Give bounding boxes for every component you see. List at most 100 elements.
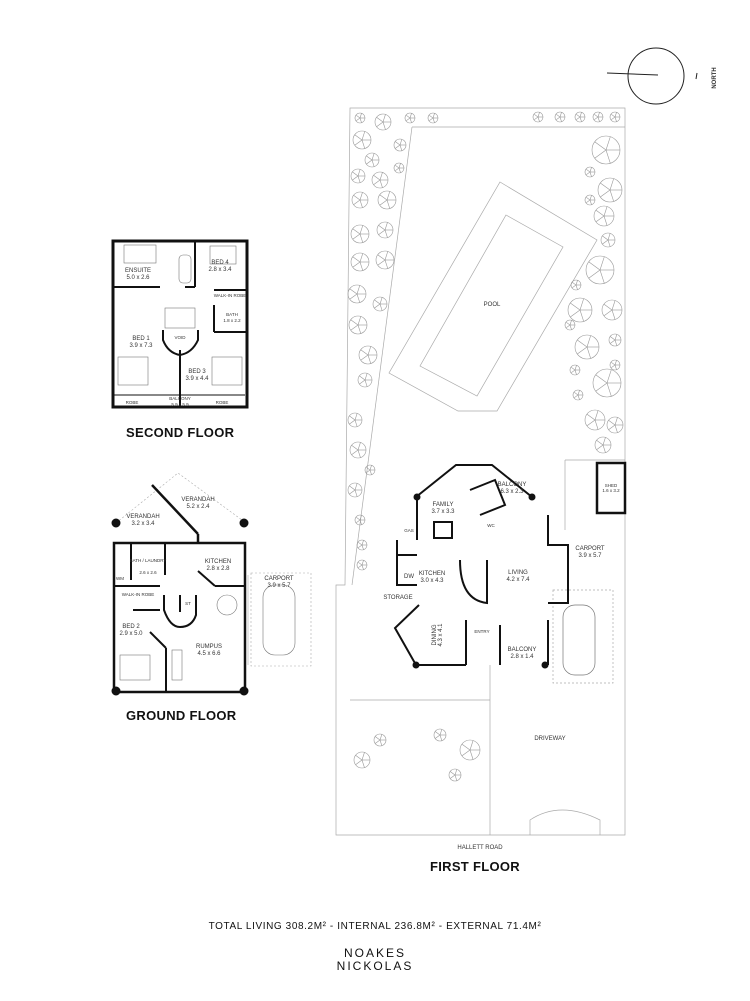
tree-icon <box>364 464 376 476</box>
room-label: POOL <box>484 302 501 308</box>
room-label: RUMPUS <box>196 644 222 650</box>
room-size: 5.0 x 2.6 <box>126 275 150 281</box>
tree-icon <box>350 224 370 244</box>
tree-icon <box>393 162 405 174</box>
tree-icon <box>348 315 368 335</box>
room-size: 5.9 x 5.9 <box>171 402 189 407</box>
room-size: 3.0 x 4.3 <box>420 578 444 584</box>
tree-icon <box>592 111 604 123</box>
tree-icon <box>585 255 615 285</box>
tree-icon <box>356 539 368 551</box>
ground-floor-plan <box>111 472 312 696</box>
room-size: 2.8 x 3.4 <box>208 267 232 273</box>
room-size: 6.3 x 2.3 <box>500 489 524 495</box>
tree-icon <box>356 559 368 571</box>
room-label: WALK-IN ROBE <box>214 293 247 298</box>
tree-icon <box>373 733 387 747</box>
agency-logo-line2: NICKOLAS <box>336 959 414 973</box>
ground-floor-title: GROUND FLOOR <box>126 708 237 723</box>
tree-icon <box>351 191 369 209</box>
tree-icon <box>350 252 370 272</box>
room-label: CARPORT <box>575 546 605 552</box>
room-label: SHED <box>605 483 618 488</box>
north-compass <box>606 47 698 105</box>
room-size: 3.9 x 5.7 <box>267 583 291 589</box>
tree-icon <box>372 296 388 312</box>
tree-icon <box>584 166 596 178</box>
room-label: VOID <box>174 335 186 340</box>
tree-icon <box>448 768 462 782</box>
tree-icon <box>608 333 622 347</box>
room-size: 3.7 x 3.3 <box>431 509 455 515</box>
tree-icon <box>393 138 407 152</box>
room-label: BED 1 <box>132 336 150 342</box>
room-label: BED 2 <box>122 624 140 630</box>
tree-icon <box>404 112 416 124</box>
tree-icon <box>584 409 606 431</box>
first-floor-title: FIRST FLOOR <box>430 859 520 874</box>
tree-icon <box>593 205 615 227</box>
tree-icon <box>357 372 373 388</box>
agency-logo-line1: NOAKES <box>343 946 406 960</box>
first-floor-walls <box>393 461 627 666</box>
room-label: CARPORT <box>264 576 294 582</box>
room-label: FAMILY <box>433 502 454 508</box>
tree-icon <box>349 441 367 459</box>
tree-icon <box>606 416 624 434</box>
room-label: ENSUITE <box>125 268 151 274</box>
tree-icon <box>592 368 622 398</box>
tree-icon <box>574 334 600 360</box>
tree-icon <box>347 482 363 498</box>
tree-icon <box>350 168 366 184</box>
room-size: 2.8 x 2.8 <box>206 566 230 572</box>
tree-icon <box>564 319 576 331</box>
tree-icon <box>376 221 394 239</box>
room-size: 2.6 x 2.6 <box>139 570 157 575</box>
room-label: WC <box>487 523 495 528</box>
tree-icon <box>358 345 378 365</box>
tree-icon <box>347 284 367 304</box>
room-size: 4.2 x 7.4 <box>506 577 530 583</box>
room-label: BATH / LAUNDRY <box>130 558 167 563</box>
tree-icon <box>377 190 397 210</box>
room-label: WALK-IN ROBE <box>122 592 155 597</box>
room-label: BALCONY <box>169 396 191 401</box>
room-size: 4.3 x 4.1 <box>438 623 444 647</box>
tree-icon <box>352 130 372 150</box>
tree-icon <box>600 232 616 248</box>
tree-icon <box>374 113 392 131</box>
tree-group <box>347 111 624 782</box>
room-size: 3.9 x 7.3 <box>129 343 153 349</box>
room-label: BED 4 <box>211 260 229 266</box>
tree-icon <box>554 111 566 123</box>
tree-icon <box>354 514 366 526</box>
tree-icon <box>594 436 612 454</box>
tree-icon <box>597 177 623 203</box>
street-label: HALLETT ROAD <box>457 845 503 851</box>
room-label: LIVING <box>508 570 528 576</box>
tree-icon <box>572 389 584 401</box>
room-label: BALCONY <box>498 482 527 488</box>
tree-icon <box>459 739 481 761</box>
room-label: WM <box>116 576 124 581</box>
tree-icon <box>569 364 581 376</box>
room-size: 3.2 x 3.4 <box>131 521 155 527</box>
tree-icon <box>354 112 366 124</box>
room-label: KITCHEN <box>419 571 445 577</box>
tree-icon <box>433 728 447 742</box>
area-summary: TOTAL LIVING 308.2M² - INTERNAL 236.8M² … <box>208 921 542 932</box>
tree-icon <box>609 359 621 371</box>
first-floor-site-plan <box>335 107 626 836</box>
room-label: DW <box>404 574 414 580</box>
room-label: DINING <box>432 624 438 645</box>
tree-icon <box>347 412 363 428</box>
room-label: ST <box>185 601 191 606</box>
room-size: 3.9 x 4.4 <box>185 376 209 382</box>
tree-icon <box>532 111 544 123</box>
room-label: GAS <box>404 528 414 533</box>
tree-icon <box>353 751 371 769</box>
room-size: 3.9 x 5.7 <box>578 553 602 559</box>
room-size: 1.6 x 3.2 <box>602 488 620 493</box>
room-label: BALCONY <box>508 647 537 653</box>
